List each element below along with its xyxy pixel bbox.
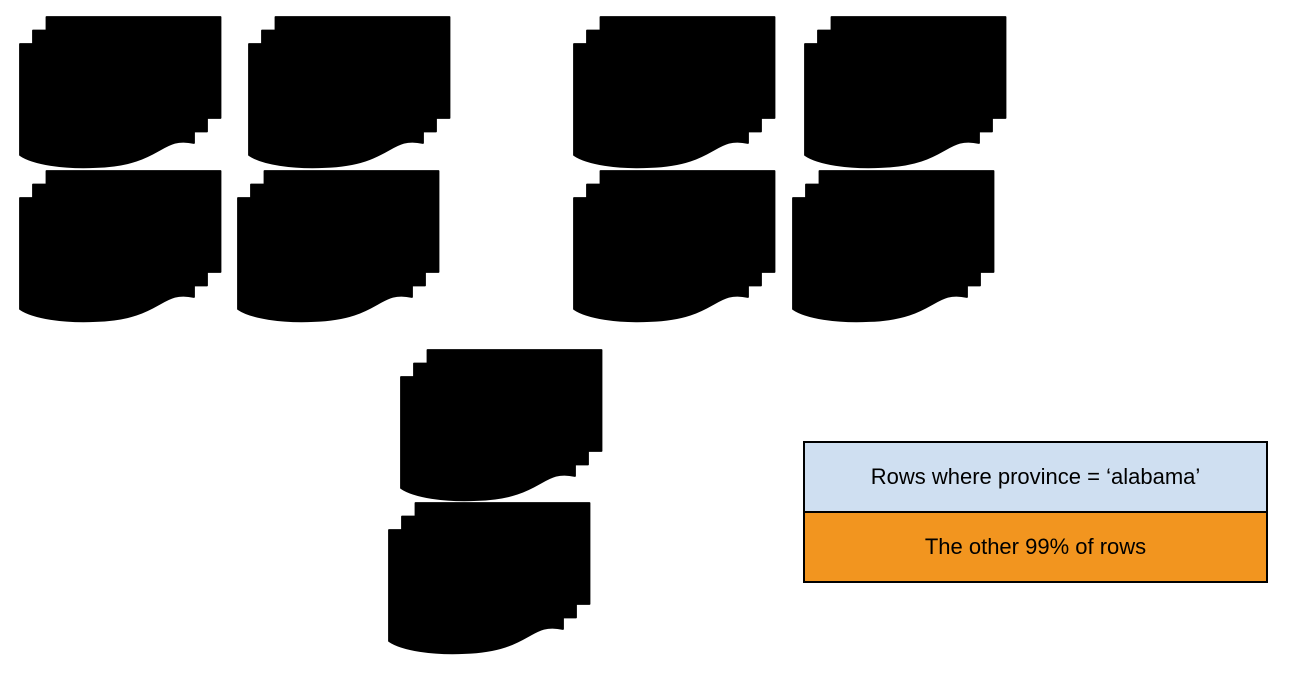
- legend-item-label: The other 99% of rows: [924, 534, 1147, 559]
- legend-item-other-rows: The other 99% of rows: [805, 513, 1266, 581]
- document-stack-icon: [804, 16, 1007, 169]
- doc-stack-eu-east-1: eu-east-1: [804, 16, 1007, 169]
- document-stack-icon: [237, 170, 440, 323]
- document-stack-icon: [573, 170, 776, 323]
- document-stack-icon: [400, 349, 603, 502]
- document-stack-icon: [19, 16, 222, 169]
- document-stack-icon: [573, 16, 776, 169]
- document-stack-icon: [248, 16, 451, 169]
- legend-item-label: Rows where province = ‘alabama’: [870, 464, 1201, 489]
- document-stack-icon: [388, 502, 591, 655]
- document-stack-icon: [792, 170, 995, 323]
- document-stack-icon: [19, 170, 222, 323]
- doc-stack-us-east-1: us-east-1: [248, 16, 451, 169]
- doc-stack-ap-east-2: ap-east-2: [388, 502, 591, 655]
- legend-item-alabama-rows: Rows where province = ‘alabama’: [805, 443, 1266, 513]
- doc-stack-eu-east-2: eu-east-2: [792, 170, 995, 323]
- doc-stack-us-west-1: us-west-1: [19, 16, 222, 169]
- doc-stack-us-east-2: us-east-2: [237, 170, 440, 323]
- legend: Rows where province = ‘alabama’ The othe…: [803, 441, 1268, 583]
- doc-stack-us-west-2: us-west-2: [19, 170, 222, 323]
- doc-stack-eu-west-1: eu-west-1: [573, 16, 776, 169]
- doc-stack-ap-east-1: ap-east-1: [400, 349, 603, 502]
- doc-stack-eu-west-2: eu-west-2: [573, 170, 776, 323]
